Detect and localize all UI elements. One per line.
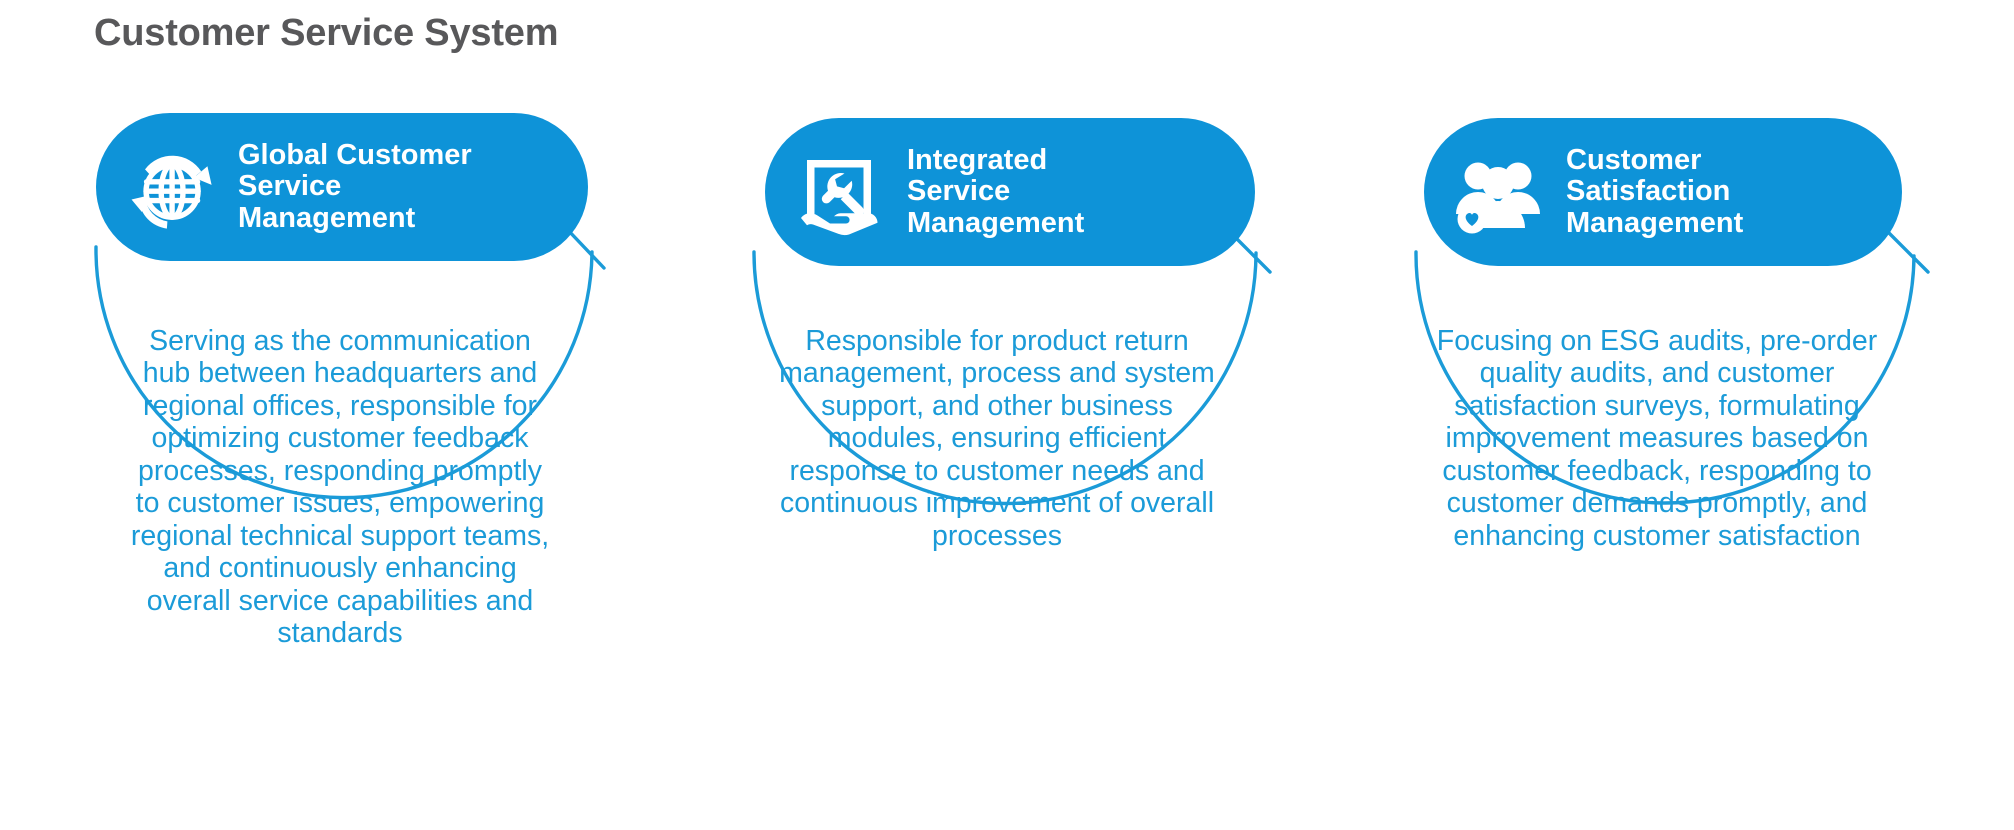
people-heart-icon bbox=[1444, 138, 1552, 246]
pill-header-2[interactable]: Integrated Service Management bbox=[765, 118, 1255, 266]
page-title: Customer Service System bbox=[94, 12, 559, 54]
connector-tail-1 bbox=[564, 226, 606, 270]
connector-tail-3 bbox=[1886, 230, 1930, 274]
pill-header-1[interactable]: Global Customer Service Management bbox=[96, 113, 588, 261]
pill-title-3: Customer Satisfaction Management bbox=[1566, 144, 1744, 239]
pill-header-3[interactable]: Customer Satisfaction Management bbox=[1424, 118, 1902, 266]
globe-refresh-icon bbox=[116, 133, 224, 241]
group-body-text-1: Serving as the communication hub between… bbox=[130, 325, 550, 650]
group-body-text-2: Responsible for product return managemen… bbox=[779, 325, 1215, 552]
pill-title-1: Global Customer Service Management bbox=[238, 139, 472, 234]
hand-wrench-screen-icon bbox=[785, 138, 893, 246]
pill-title-2: Integrated Service Management bbox=[907, 144, 1085, 239]
group-body-text-3: Focusing on ESG audits, pre-order qualit… bbox=[1436, 325, 1878, 552]
